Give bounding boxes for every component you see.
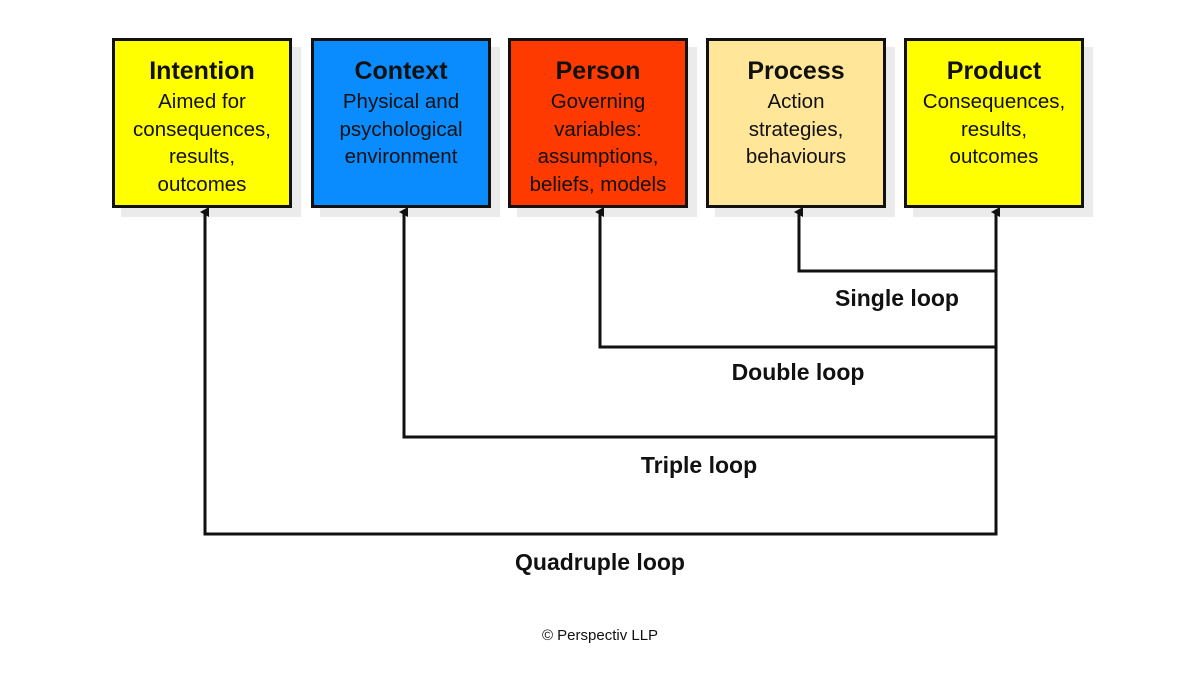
quadruple-loop-label: Quadruple loop [515,549,685,575]
box-line: Action [767,90,825,113]
box-line: Physical and [342,90,460,113]
box-line: outcomes [949,145,1039,168]
box-line: outcomes [157,172,247,196]
single-loop-label: Single loop [835,285,959,311]
box-title-person: Person [555,57,641,85]
single-loop-connector [794,207,998,273]
quadruple-loop-connector [200,207,998,536]
box-title-product: Product [946,57,1042,85]
triple-loop-connector [399,207,998,439]
box-line: behaviours [745,145,847,168]
box-line: Consequences, [922,90,1066,113]
box-intention: Intention Aimed for consequences, result… [112,38,292,208]
box-line: environment [344,145,458,168]
copyright-notice: © Perspectiv LLP [541,627,659,644]
box-context: Context Physical and psychological envir… [311,38,491,208]
box-line: assumptions, [537,145,659,168]
box-line: Aimed for [158,90,246,113]
box-title-intention: Intention [149,57,255,85]
box-line: strategies, [748,117,844,141]
box-title-process: Process [747,57,845,85]
box-line: consequences, [133,117,271,141]
box-line: Governing [550,90,646,113]
box-text-process: Action strategies, behaviours [709,88,883,171]
box-line: variables: [554,117,642,141]
double-loop-label: Double loop [731,359,865,385]
box-text-intention: Aimed for consequences, results, outcome… [115,88,289,198]
box-process: Process Action strategies, behaviours [706,38,886,208]
box-line: results, [168,145,236,168]
box-line: results, [960,117,1028,141]
box-product: Product Consequences, results, outcomes [904,38,1084,208]
triple-loop-label: Triple loop [640,452,758,478]
box-line: psychological [339,117,463,141]
box-text-context: Physical and psychological environment [314,88,488,171]
box-person: Person Governing variables: assumptions,… [508,38,688,208]
box-text-person: Governing variables: assumptions, belief… [511,88,685,198]
box-title-context: Context [354,57,448,85]
double-loop-connector [595,207,998,349]
box-text-product: Consequences, results, outcomes [907,88,1081,171]
box-line: beliefs, models [529,172,667,196]
